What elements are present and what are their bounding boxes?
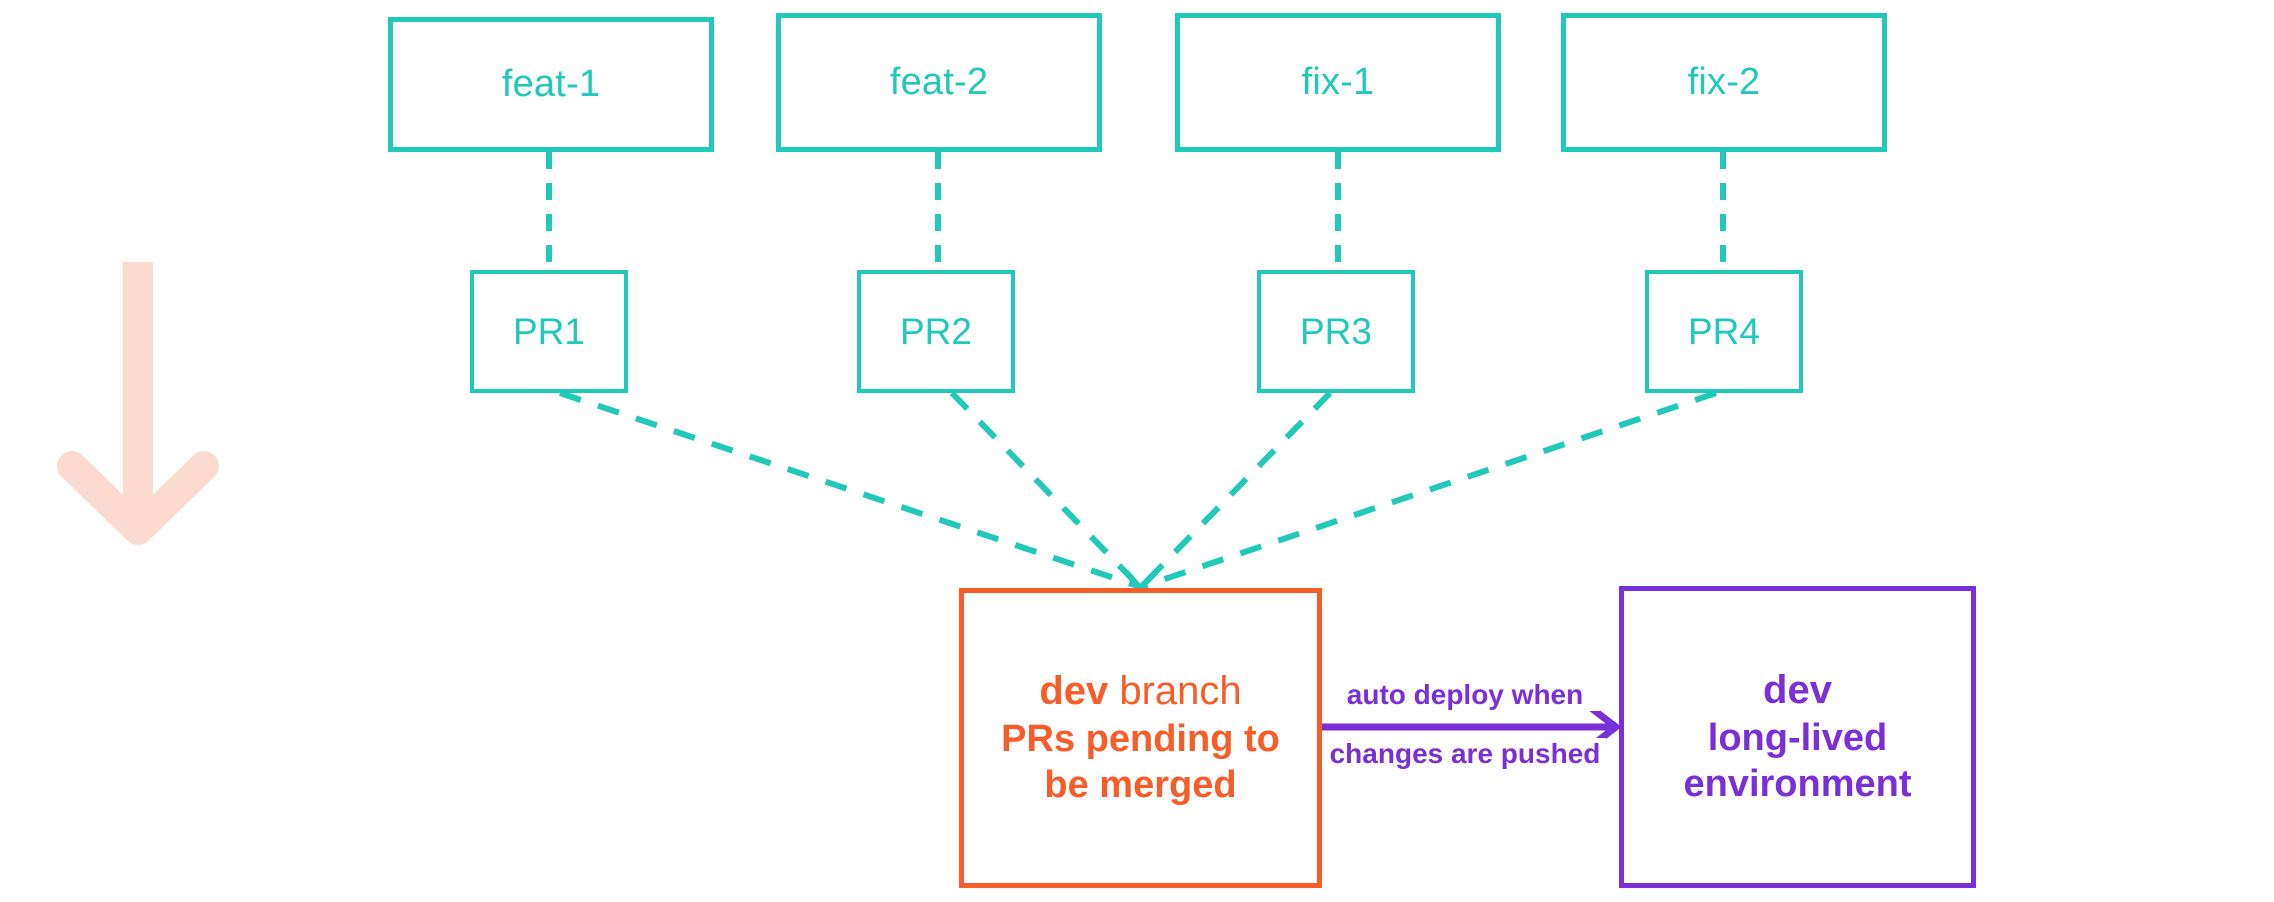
dev-environment-title: dev [1763, 668, 1832, 713]
pr-node-pr3[interactable]: PR3 [1257, 270, 1415, 393]
pr-label: PR1 [513, 310, 585, 352]
merge-arrowhead [1123, 569, 1159, 593]
dev-branch-subtitle-line-1: PRs pending to [1001, 718, 1280, 761]
branch-node-feat-2[interactable]: feat-2 [776, 13, 1102, 152]
pr-to-dev-connectors [559, 390, 1717, 593]
deploy-edge-label-above: auto deploy when [1330, 679, 1600, 711]
branch-label: fix-1 [1301, 61, 1375, 104]
branch-label: fix-2 [1687, 61, 1761, 104]
dev-branch-node[interactable]: dev branch PRs pending to be merged [959, 588, 1322, 888]
dev-branch-subtitle-line-2: be merged [1044, 764, 1237, 807]
pr-label: PR2 [900, 310, 972, 352]
deploy-edge-label-below: changes are pushed [1324, 738, 1606, 770]
dev-environment-subtitle-line-2: environment [1683, 763, 1912, 806]
dev-environment-node[interactable]: dev long-lived environment [1619, 586, 1976, 888]
connector-pr3-dev [1139, 390, 1333, 589]
connector-pr1-dev [559, 390, 1139, 589]
pr-node-pr4[interactable]: PR4 [1645, 270, 1803, 393]
pr-label: PR3 [1300, 310, 1372, 352]
branch-node-feat-1[interactable]: feat-1 [388, 17, 714, 152]
dev-environment-subtitle-line-1: long-lived [1707, 717, 1888, 760]
pr-node-pr2[interactable]: PR2 [857, 270, 1015, 393]
branch-node-fix-2[interactable]: fix-2 [1561, 13, 1887, 152]
branch-label: feat-2 [889, 61, 989, 104]
dev-branch-title-strong: dev [1039, 669, 1109, 714]
dev-branch-title-rest: branch [1108, 669, 1242, 714]
connector-pr4-dev [1143, 390, 1717, 589]
branch-label: feat-1 [501, 63, 601, 106]
dev-branch-title: dev branch [1039, 667, 1241, 716]
connector-pr2-dev [949, 390, 1142, 589]
pr-node-pr1[interactable]: PR1 [470, 270, 628, 393]
branch-node-fix-1[interactable]: fix-1 [1175, 13, 1501, 152]
pr-label: PR4 [1688, 310, 1760, 352]
branch-to-pr-connectors [546, 152, 1726, 270]
downward-flow-arrow [57, 262, 219, 545]
